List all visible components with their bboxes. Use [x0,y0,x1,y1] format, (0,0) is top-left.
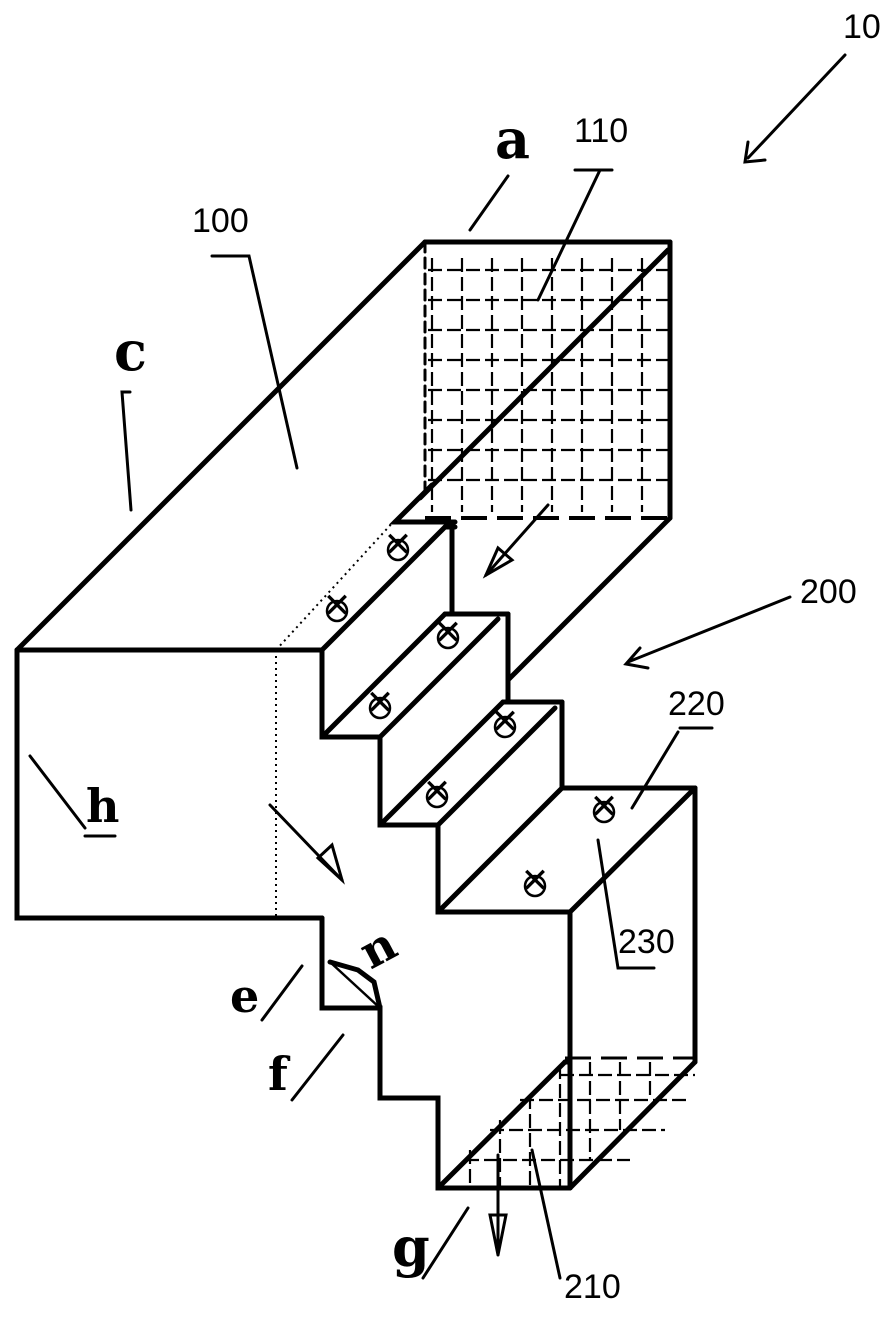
label-a: a [495,107,530,171]
screw-icon: ✕ [423,773,452,811]
svg-text:✕: ✕ [384,526,413,564]
label-h: h [86,779,119,833]
svg-text:✕: ✕ [366,684,395,722]
screw-icon: ✕ [521,862,550,900]
label-200: 200 [800,573,857,611]
label-f: f [268,1047,291,1101]
label-10: 10 [843,8,881,46]
label-c: c [114,319,147,383]
label-210: 210 [564,1268,621,1306]
screw-icon: ✕ [384,526,413,564]
upper-box-100 [14,239,673,921]
label-e: e [230,969,259,1023]
label-110: 110 [574,112,628,150]
arrow-icon [482,503,550,579]
svg-text:✕: ✕ [521,862,550,900]
svg-text:✕: ✕ [590,788,619,826]
leader-lines [28,53,847,1280]
svg-text:✕: ✕ [491,703,520,741]
svg-text:✕: ✕ [423,773,452,811]
screw-icon: ✕ [323,587,352,625]
staircase-200 [319,519,698,1191]
label-220: 220 [668,685,725,723]
grid-face-210 [465,1062,695,1188]
arrow-icon [488,1153,508,1257]
hinged-flap-n [327,959,383,1011]
screws: ✕ ✕ ✕ ✕ ✕ ✕ ✕ ✕ [323,526,619,900]
screw-icon: ✕ [491,703,520,741]
arrow-icon [268,803,345,885]
label-230: 230 [618,923,675,961]
labels: 10 a 110 100 c 200 220 h n 230 e f g 210 [86,8,881,1306]
svg-text:✕: ✕ [434,614,463,652]
label-100: 100 [192,202,249,240]
svg-text:✕: ✕ [323,587,352,625]
grid-face-110 [428,258,668,512]
screw-icon: ✕ [434,614,463,652]
screw-icon: ✕ [366,684,395,722]
label-g: g [392,1215,430,1279]
screw-icon: ✕ [590,788,619,826]
